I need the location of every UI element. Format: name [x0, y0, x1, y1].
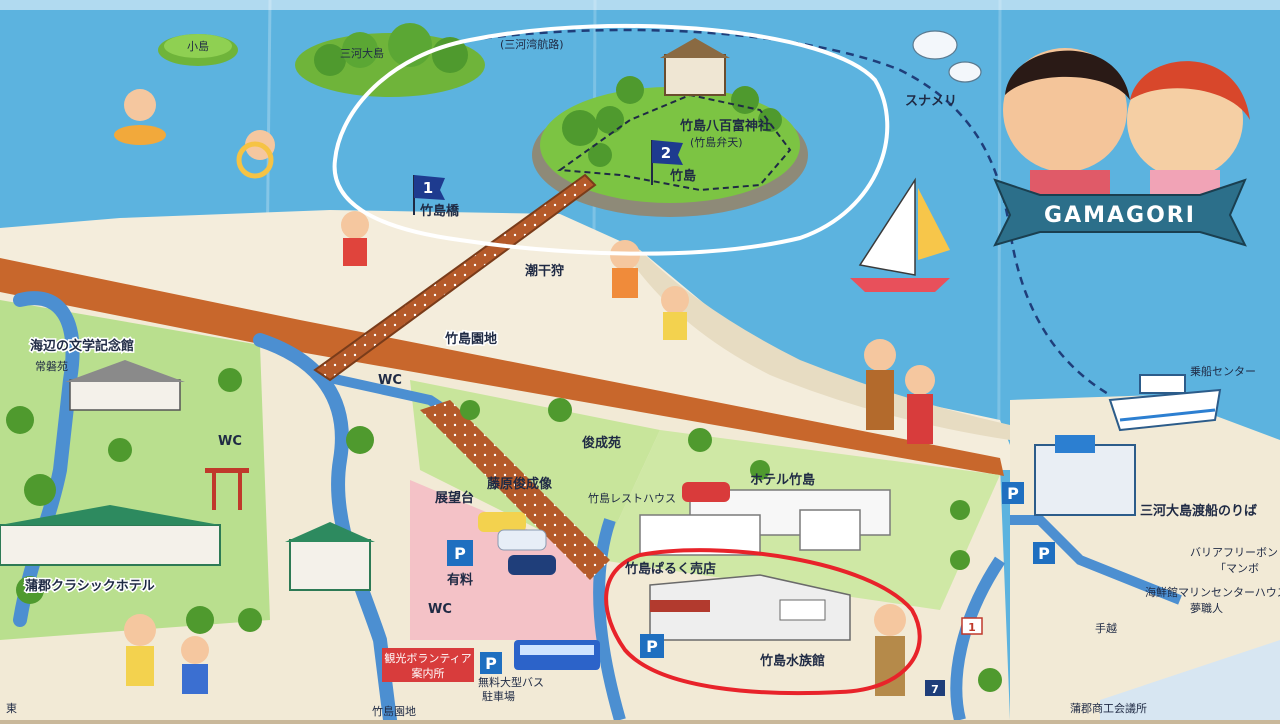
- label-edge-left: 東: [6, 702, 17, 715]
- label-manbo: 「マンボ: [1215, 562, 1259, 575]
- label-takeshima-park: 竹島園地: [444, 331, 497, 347]
- parking-marker-lot: P: [447, 540, 473, 566]
- label-shop: 竹島ぱるく売店: [624, 561, 716, 577]
- label-tokiwakan: 常磐苑: [35, 359, 68, 373]
- flag-2-number: 2: [661, 144, 671, 162]
- svg-text:7: 7: [931, 683, 939, 696]
- label-fujiwara-statue: 藤原俊成像: [487, 476, 553, 492]
- ferry-boat: [1108, 374, 1222, 432]
- label-wc-2: WC: [218, 434, 242, 449]
- shrine-gate: [205, 468, 249, 510]
- label-boarding-center: 乗船センター: [1190, 364, 1256, 378]
- shore-road: [0, 258, 1004, 476]
- route-marker-1: 1: [961, 617, 983, 635]
- classic-hotel-building: [0, 505, 221, 566]
- label-takeshima-bridge: 竹島橋: [419, 203, 460, 219]
- label-barrier-free: バリアフリーボン: [1190, 546, 1278, 559]
- label-mikawa-ferry: 三河大島渡船のりば: [1140, 503, 1257, 519]
- parking-marker-east-2: P: [1033, 542, 1055, 564]
- label-shrine: 竹島八百富神社: [679, 118, 771, 134]
- label-volunteer-2: 案内所: [412, 666, 445, 680]
- label-mikawa-oshima: 三河大島: [340, 46, 384, 60]
- label-literature-museum: 海辺の文学記念館: [30, 338, 134, 354]
- flag-1: 1: [413, 175, 445, 215]
- label-shiohigari: 潮干狩: [525, 263, 564, 279]
- label-paid: 有料: [447, 572, 473, 588]
- sailboat: [850, 177, 950, 292]
- parking-lot: [410, 480, 600, 640]
- walking-path: [13, 291, 80, 627]
- highlight-takeshima: [332, 23, 890, 256]
- label-shrine-sub: (竹島弁天): [690, 135, 743, 149]
- label-wc-1: WC: [378, 373, 402, 388]
- literature-museum-building: [65, 360, 185, 411]
- label-takeshima-entrance: 竹島園地: [372, 704, 416, 718]
- tokiwakan-building: [285, 522, 375, 591]
- brick-walkway: [420, 400, 610, 580]
- gamagori-ribbon: [993, 178, 1247, 247]
- svg-text:P: P: [1007, 484, 1019, 503]
- kojima-island: [158, 34, 238, 66]
- parking-marker-bus: P: [480, 652, 502, 674]
- svg-text:1: 1: [968, 621, 976, 634]
- label-volunteer-1: 観光ボランティア: [384, 651, 471, 665]
- label-kojima: 小島: [187, 39, 209, 53]
- label-sea-route: (三河湾航路): [500, 37, 564, 51]
- svg-text:P: P: [646, 637, 658, 656]
- label-tebata: 手越: [1095, 621, 1117, 635]
- label-wc-3: WC: [428, 602, 452, 617]
- label-marine-house: 海鮮館マリンセンターハウス: [1145, 585, 1280, 599]
- svg-text:P: P: [454, 544, 466, 563]
- label-observatory: 展望台: [435, 490, 474, 506]
- takeshima-bridge: [313, 173, 597, 382]
- gamagori-brand-text: GAMAGORI: [1044, 203, 1196, 228]
- label-bus-parking-2: 駐車場: [482, 689, 515, 703]
- characters: [114, 89, 935, 696]
- sunameri-porpoises: [912, 30, 982, 83]
- svg-text:P: P: [485, 654, 497, 673]
- flag-2: 2: [651, 140, 683, 185]
- label-takeshima-restaurant: 竹島レストハウス: [588, 491, 676, 505]
- aquarium-building: [649, 574, 851, 641]
- volunteer-office-sign: [382, 648, 474, 682]
- parked-cars: [478, 512, 556, 575]
- label-classic-hotel: 蒲郡クラシックホテル: [25, 578, 155, 594]
- label-takeshima: 竹島: [669, 168, 696, 184]
- label-hotel-takeshima: ホテル竹島: [750, 472, 815, 488]
- label-shunseien: 俊成苑: [582, 435, 621, 451]
- highlight-aquarium-shop: [604, 548, 922, 696]
- ferry-route: [469, 28, 1111, 397]
- trees: [6, 368, 1002, 692]
- label-sunameri: スナメリ: [905, 94, 957, 109]
- label-yumeshokunin: 夢職人: [1190, 602, 1223, 615]
- parking-marker-aquarium: P: [640, 634, 664, 658]
- route-marker-7: 7: [925, 680, 945, 696]
- boarding-center-building: [1034, 435, 1136, 516]
- label-chamber-of-commerce: 蒲郡商工会議所: [1070, 701, 1147, 715]
- parking-marker-east-1: P: [1002, 482, 1024, 504]
- sightseeing-bus: [514, 640, 600, 670]
- shrine-building: [664, 54, 726, 96]
- svg-text:P: P: [1038, 544, 1050, 563]
- label-bus-parking-1: 無料大型バス: [478, 675, 544, 689]
- red-car: [682, 482, 730, 502]
- flag-1-number: 1: [423, 179, 433, 197]
- label-aquarium: 竹島水族館: [759, 653, 825, 669]
